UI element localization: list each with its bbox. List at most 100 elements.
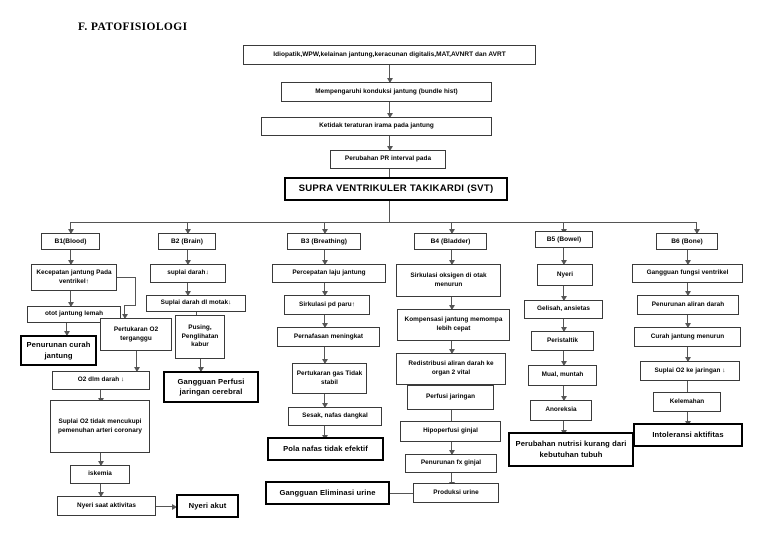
node-konduksi-label: Mempengaruhi konduksi jantung (bundle hi…: [315, 87, 458, 95]
connector-kompensasi-to-redistribusi: [448, 341, 455, 354]
connector-suplai-to-iskemia: [97, 453, 104, 466]
node-penurunan-aliran-darah-label: Penurunan aliran darah: [651, 300, 725, 308]
connector-sirkulasi-oksigen-to-kompensasi: [448, 297, 455, 310]
node-kompensasi-jantung-label: Kompensasi jantung memompa lebih cepat: [404, 316, 503, 332]
node-b1-header: B1(Blood): [41, 233, 100, 250]
connector-pertukaran-gas-to-sesak: [321, 394, 328, 408]
node-iskemia-label: iskemia: [88, 470, 112, 478]
node-redistribusi-aliran-darah: Redistribusi aliran darah ke organ 2 vit…: [396, 353, 506, 385]
node-pr-interval: Perubahan PR interval pada: [330, 150, 446, 169]
node-pertukaran-o2-terganggu: Pertukaran O2 terganggu: [100, 318, 172, 351]
node-gangguan-perfusi-cerebral-label: Gangguan Perfusi jaringan cerebral: [177, 376, 245, 396]
node-pr-interval-label: Perubahan PR interval pada: [344, 155, 432, 163]
connector-peristaltik-to-mual: [560, 351, 567, 366]
page-title: F. PATOFISIOLOGI: [78, 21, 188, 33]
node-b6-header-label: B6 (Bone): [671, 237, 703, 245]
node-otot-jantung-lemah-label: otot jantung lemah: [44, 310, 104, 318]
node-sirkulasi-pd-paru: Sirkulasi pd paru↑: [284, 295, 370, 315]
node-sesak-nafas-dangkal-label: Sesak, nafas dangkal: [302, 412, 368, 420]
node-peristaltik-label: Peristaltik: [546, 336, 579, 344]
node-b3-header: B3 (Breathing): [287, 233, 361, 250]
node-nyeri-akut: Nyeri akut: [176, 494, 239, 518]
connector-kecepatan-side-v1: [135, 277, 136, 305]
connector-pertukaran-to-o2dlm: [133, 351, 140, 372]
node-svt-label: SUPRA VENTRIKULER TAKIKARDI (SVT): [298, 183, 494, 195]
node-o2-dlm-darah: O2 dlm darah ↓: [52, 371, 150, 390]
node-b2-header-label: B2 (Brain): [170, 237, 203, 245]
node-nyeri-akut-label: Nyeri akut: [188, 500, 227, 510]
node-suplai-o2-tidak-mencukupi: Suplai O2 tidak mencukupi pemenuhan arte…: [50, 400, 150, 453]
node-suplai-o2-ke-jaringan-label: Suplai O2 ke jaringan ↓: [654, 366, 726, 374]
connector-percepatan-to-sirkulasi-paru: [321, 283, 328, 296]
node-curah-jantung-menurun: Curah jantung menurun: [634, 327, 741, 347]
connector-bus-to-b1: [67, 222, 74, 234]
node-pusing-penglihatan-kabur-label: Pusing, Penglihatan kabur: [181, 323, 219, 349]
node-sirkulasi-pd-paru-label: Sirkulasi pd paru↑: [299, 300, 355, 308]
node-intoleransi-aktifitas: Intoleransi aktifitas: [633, 423, 743, 447]
node-irama: Ketidak teraturan irama pada jantung: [261, 117, 492, 136]
connector-b2-to-suplai-darah: [184, 250, 191, 265]
connector-b5-to-nyeri: [560, 248, 567, 265]
node-etiologi: Idiopatik,WPW,kelainan jantung,keracunan…: [243, 45, 536, 65]
node-sirkulasi-oksigen-otak-menurun: Sirkulasi oksigen di otak menurun: [396, 264, 501, 297]
connector-hipoperfusi-to-penurunan-fx: [448, 442, 455, 455]
node-hipoperfusi-ginjal-label: Hipoperfusi ginjal: [423, 427, 478, 435]
node-gangguan-eliminasi-urine-label: Gangguan Eliminasi urine: [279, 487, 376, 497]
node-b1-header-label: B1(Blood): [54, 237, 87, 245]
connector-kecepatan-to-otot: [67, 291, 74, 307]
node-nyeri-saat-aktivitas-label: Nyeri saat aktivitas: [77, 501, 136, 509]
node-pusing-penglihatan-kabur: Pusing, Penglihatan kabur: [175, 315, 225, 359]
node-pertukaran-o2-terganggu-label: Pertukaran O2 terganggu: [113, 325, 159, 342]
connector-b3-to-percepatan: [321, 250, 328, 265]
node-svt: SUPRA VENTRIKULER TAKIKARDI (SVT): [284, 177, 508, 201]
node-b3-header-label: B3 (Breathing): [300, 237, 348, 245]
node-konduksi: Mempengaruhi konduksi jantung (bundle hi…: [281, 82, 492, 102]
node-anoreksia-label: Anoreksia: [545, 406, 577, 414]
node-b5-header: B5 (Bowel): [535, 231, 593, 248]
node-gangguan-fungsi-ventrikel: Gangguan fungsi ventrikel: [632, 264, 743, 283]
connector-bus-to-b2: [184, 222, 191, 234]
connector-produksi-to-gangguan-eliminasi: [385, 490, 413, 497]
node-produksi-urine-label: Produksi urine: [433, 488, 479, 496]
node-peristaltik: Peristaltik: [531, 331, 594, 351]
connector-otot-to-penurunan-curah: [63, 323, 70, 336]
node-pola-nafas-tidak-efektif: Pola nafas tidak efektif: [267, 437, 384, 461]
connector-b6-to-gangguan-fungsi: [684, 250, 691, 265]
connector-kecepatan-side-h1: [117, 277, 135, 278]
node-o2-dlm-darah-label: O2 dlm darah ↓: [77, 376, 125, 384]
node-gangguan-eliminasi-urine: Gangguan Eliminasi urine: [265, 481, 390, 505]
connector-bus-to-b3: [321, 222, 328, 234]
node-gangguan-fungsi-ventrikel-label: Gangguan fungsi ventrikel: [646, 269, 729, 277]
node-irama-label: Ketidak teraturan irama pada jantung: [319, 122, 434, 130]
connector-etiologi-to-konduksi: [386, 65, 393, 83]
connector-pusing-to-gangguan-perfusi: [197, 359, 204, 372]
connector-nyeri-to-gelisah: [560, 286, 567, 301]
connector-konduksi-to-irama: [386, 102, 393, 118]
node-pola-nafas-tidak-efektif-label: Pola nafas tidak efektif: [283, 443, 368, 453]
node-b6-header: B6 (Bone): [656, 233, 718, 250]
node-otot-jantung-lemah: otot jantung lemah: [27, 306, 121, 323]
node-kecepatan-jantung-label: Kecepatan jantung Pada ventrikel↑: [36, 268, 112, 285]
node-penurunan-aliran-darah: Penurunan aliran darah: [637, 295, 739, 315]
node-gangguan-perfusi-cerebral: Gangguan Perfusi jaringan cerebral: [163, 371, 259, 403]
connector-penurunan-aliran-to-curah: [684, 315, 691, 328]
node-sesak-nafas-dangkal: Sesak, nafas dangkal: [288, 407, 382, 426]
connector-gangguan-fungsi-to-penurunan-aliran: [684, 283, 691, 296]
node-penurunan-curah-jantung-label: Penurunan curah jantung: [26, 340, 91, 360]
node-iskemia: iskemia: [70, 465, 130, 484]
connector-pernafasan-to-pertukaran-gas: [321, 347, 328, 364]
node-gelisah-ansietas-label: Gelisah, ansietas: [536, 305, 591, 313]
node-anoreksia: Anoreksia: [530, 400, 592, 421]
connector-svt-drop: [389, 201, 390, 222]
node-b4-header: B4 (Bladder): [414, 233, 487, 250]
node-kecepatan-jantung: Kecepatan jantung Pada ventrikel↑: [31, 264, 117, 291]
connector-b1-to-kecepatan: [67, 250, 74, 265]
node-suplai-darah: suplai darah↓: [150, 264, 226, 283]
node-curah-jantung-menurun-label: Curah jantung menurun: [650, 332, 725, 340]
connector-sirkulasi-to-pernafasan: [321, 315, 328, 328]
node-perubahan-nutrisi: Perubahan nutrisi kurang dari kebutuhan …: [508, 432, 634, 467]
node-kompensasi-jantung: Kompensasi jantung memompa lebih cepat: [397, 309, 510, 341]
node-perfusi-jaringan-label: Perfusi jaringan: [425, 393, 476, 401]
node-intoleransi-aktifitas-label: Intoleransi aktifitas: [652, 429, 724, 439]
